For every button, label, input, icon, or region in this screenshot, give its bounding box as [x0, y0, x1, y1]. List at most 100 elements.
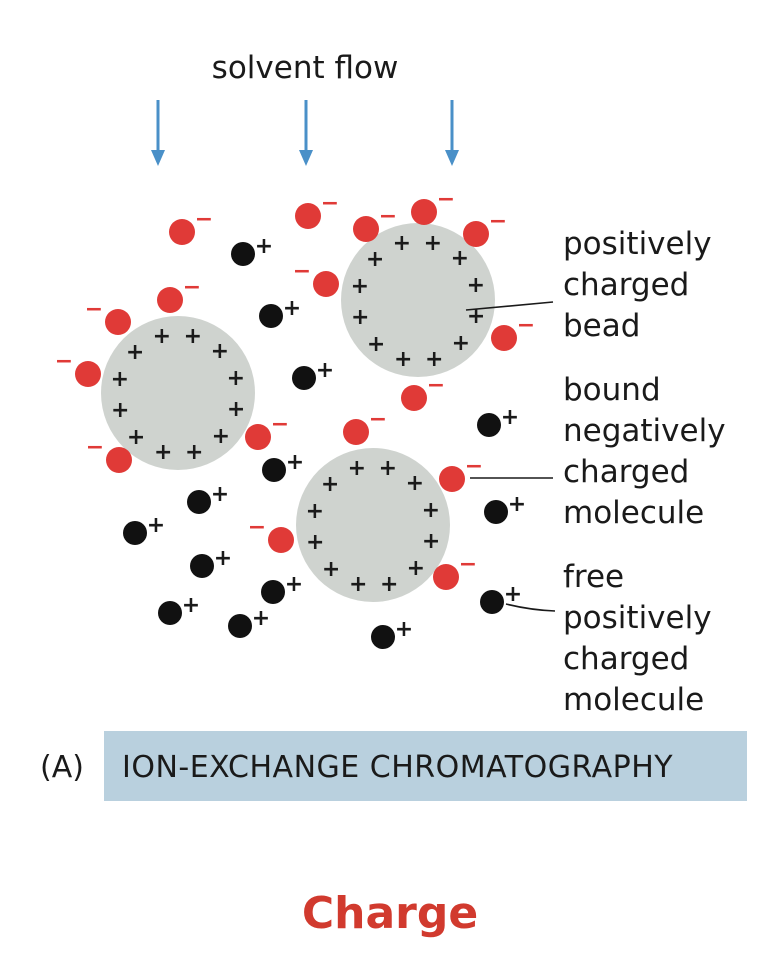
negative-sign: − — [465, 454, 483, 479]
bead-label-line-1: positively — [563, 226, 712, 262]
positive-sign: + — [227, 397, 245, 422]
negative-molecule: − — [295, 191, 339, 229]
positive-sign: + — [406, 471, 424, 496]
positive-sign: + — [286, 450, 304, 475]
bound-label-line-2: negatively — [563, 413, 726, 449]
positive-sign: + — [467, 273, 485, 298]
negative-sign: − — [369, 407, 387, 432]
bound-label-line-1: bound — [563, 372, 661, 408]
negative-sign: − — [459, 552, 477, 577]
charged-bead: ++++++++++++ — [101, 316, 255, 470]
positive-molecule: + — [477, 405, 519, 437]
positive-sign: + — [283, 296, 301, 321]
positive-sign: + — [126, 340, 144, 365]
free-positive-molecules: ++++++++++++++ — [123, 234, 526, 649]
positive-sign: + — [316, 358, 334, 383]
negative-molecule: − — [86, 435, 132, 473]
positive-molecule: + — [228, 606, 270, 638]
negative-molecule: − — [55, 349, 101, 387]
positive-sign: + — [425, 347, 443, 372]
positive-sign: + — [349, 572, 367, 597]
positive-molecule: + — [484, 492, 526, 524]
negative-molecule: − — [491, 313, 535, 351]
bead-label-line-2: charged — [563, 267, 689, 303]
positive-sign: + — [501, 405, 519, 430]
positive-sign: + — [255, 234, 273, 259]
panel-letter: (A) — [40, 750, 84, 785]
banner-title: ION-EXCHANGE CHROMATOGRAPHY — [122, 750, 674, 785]
positive-sign: + — [321, 472, 339, 497]
positive-molecule: + — [262, 450, 304, 482]
positive-sign: + — [424, 231, 442, 256]
negative-molecule: − — [401, 373, 445, 411]
solvent-flow-arrows — [151, 100, 459, 166]
positive-molecule: + — [480, 582, 522, 614]
negative-molecule: − — [463, 209, 507, 247]
positive-molecule: + — [371, 617, 413, 649]
positive-sign: + — [182, 593, 200, 618]
negative-molecule: − — [248, 515, 294, 553]
positive-sign: + — [111, 398, 129, 423]
positive-sign: + — [154, 440, 172, 465]
charged-bead: ++++++++++++ — [296, 448, 450, 602]
negative-sign: − — [86, 435, 104, 460]
down-arrow-icon — [445, 100, 459, 166]
positive-sign: + — [211, 482, 229, 507]
positive-sign: + — [367, 332, 385, 357]
positive-sign: + — [379, 456, 397, 481]
negative-molecule: − — [245, 412, 289, 450]
bound-label-line-4: molecule — [563, 495, 704, 531]
positive-sign: + — [452, 331, 470, 356]
positive-molecule: + — [259, 296, 301, 328]
charged-bead: ++++++++++++ — [341, 223, 495, 377]
positive-molecule: + — [190, 546, 232, 578]
positive-molecule: + — [123, 513, 165, 545]
negative-molecule: − — [433, 552, 477, 590]
positive-sign: + — [147, 513, 165, 538]
positive-molecule: + — [187, 482, 229, 514]
positive-sign: + — [127, 425, 145, 450]
positive-sign: + — [227, 366, 245, 391]
bead-label-line-3: bead — [563, 308, 640, 344]
positive-sign: + — [322, 557, 340, 582]
positive-sign: + — [380, 572, 398, 597]
positive-sign: + — [508, 492, 526, 517]
negative-sign: − — [271, 412, 289, 437]
diagram-labels: positively charged bead bound negatively… — [563, 226, 726, 718]
positive-sign: + — [184, 324, 202, 349]
negative-sign: − — [321, 191, 339, 216]
positive-sign: + — [393, 231, 411, 256]
positive-sign: + — [467, 304, 485, 329]
positive-sign: + — [422, 498, 440, 523]
negative-sign: − — [427, 373, 445, 398]
positive-sign: + — [366, 247, 384, 272]
negative-molecule: − — [293, 259, 339, 297]
free-label-line-4: molecule — [563, 682, 704, 718]
negative-sign: − — [85, 297, 103, 322]
negative-molecule: − — [85, 297, 131, 335]
positive-sign: + — [422, 529, 440, 554]
negative-molecule: − — [439, 454, 483, 492]
negative-molecule: − — [343, 407, 387, 445]
negative-sign: − — [437, 187, 455, 212]
positive-molecule: + — [231, 234, 273, 266]
free-label-line-2: positively — [563, 600, 712, 636]
positive-sign: + — [348, 456, 366, 481]
free-molecule-leader-line — [505, 603, 556, 612]
negative-molecule: − — [353, 204, 397, 242]
caption: Charge — [301, 888, 479, 939]
positive-sign: + — [306, 499, 324, 524]
negative-molecule: − — [411, 187, 455, 225]
bead-leader-line — [465, 301, 554, 311]
negative-sign: − — [183, 275, 201, 300]
bound-negative-molecules: −−−−−−−−−−−−−−−−− — [55, 187, 535, 590]
negative-sign: − — [517, 313, 535, 338]
negative-molecule: − — [157, 275, 201, 313]
positive-sign: + — [285, 572, 303, 597]
positive-sign: + — [306, 530, 324, 555]
positive-sign: + — [394, 347, 412, 372]
negative-sign: − — [379, 204, 397, 229]
positive-sign: + — [185, 440, 203, 465]
positive-sign: + — [451, 246, 469, 271]
